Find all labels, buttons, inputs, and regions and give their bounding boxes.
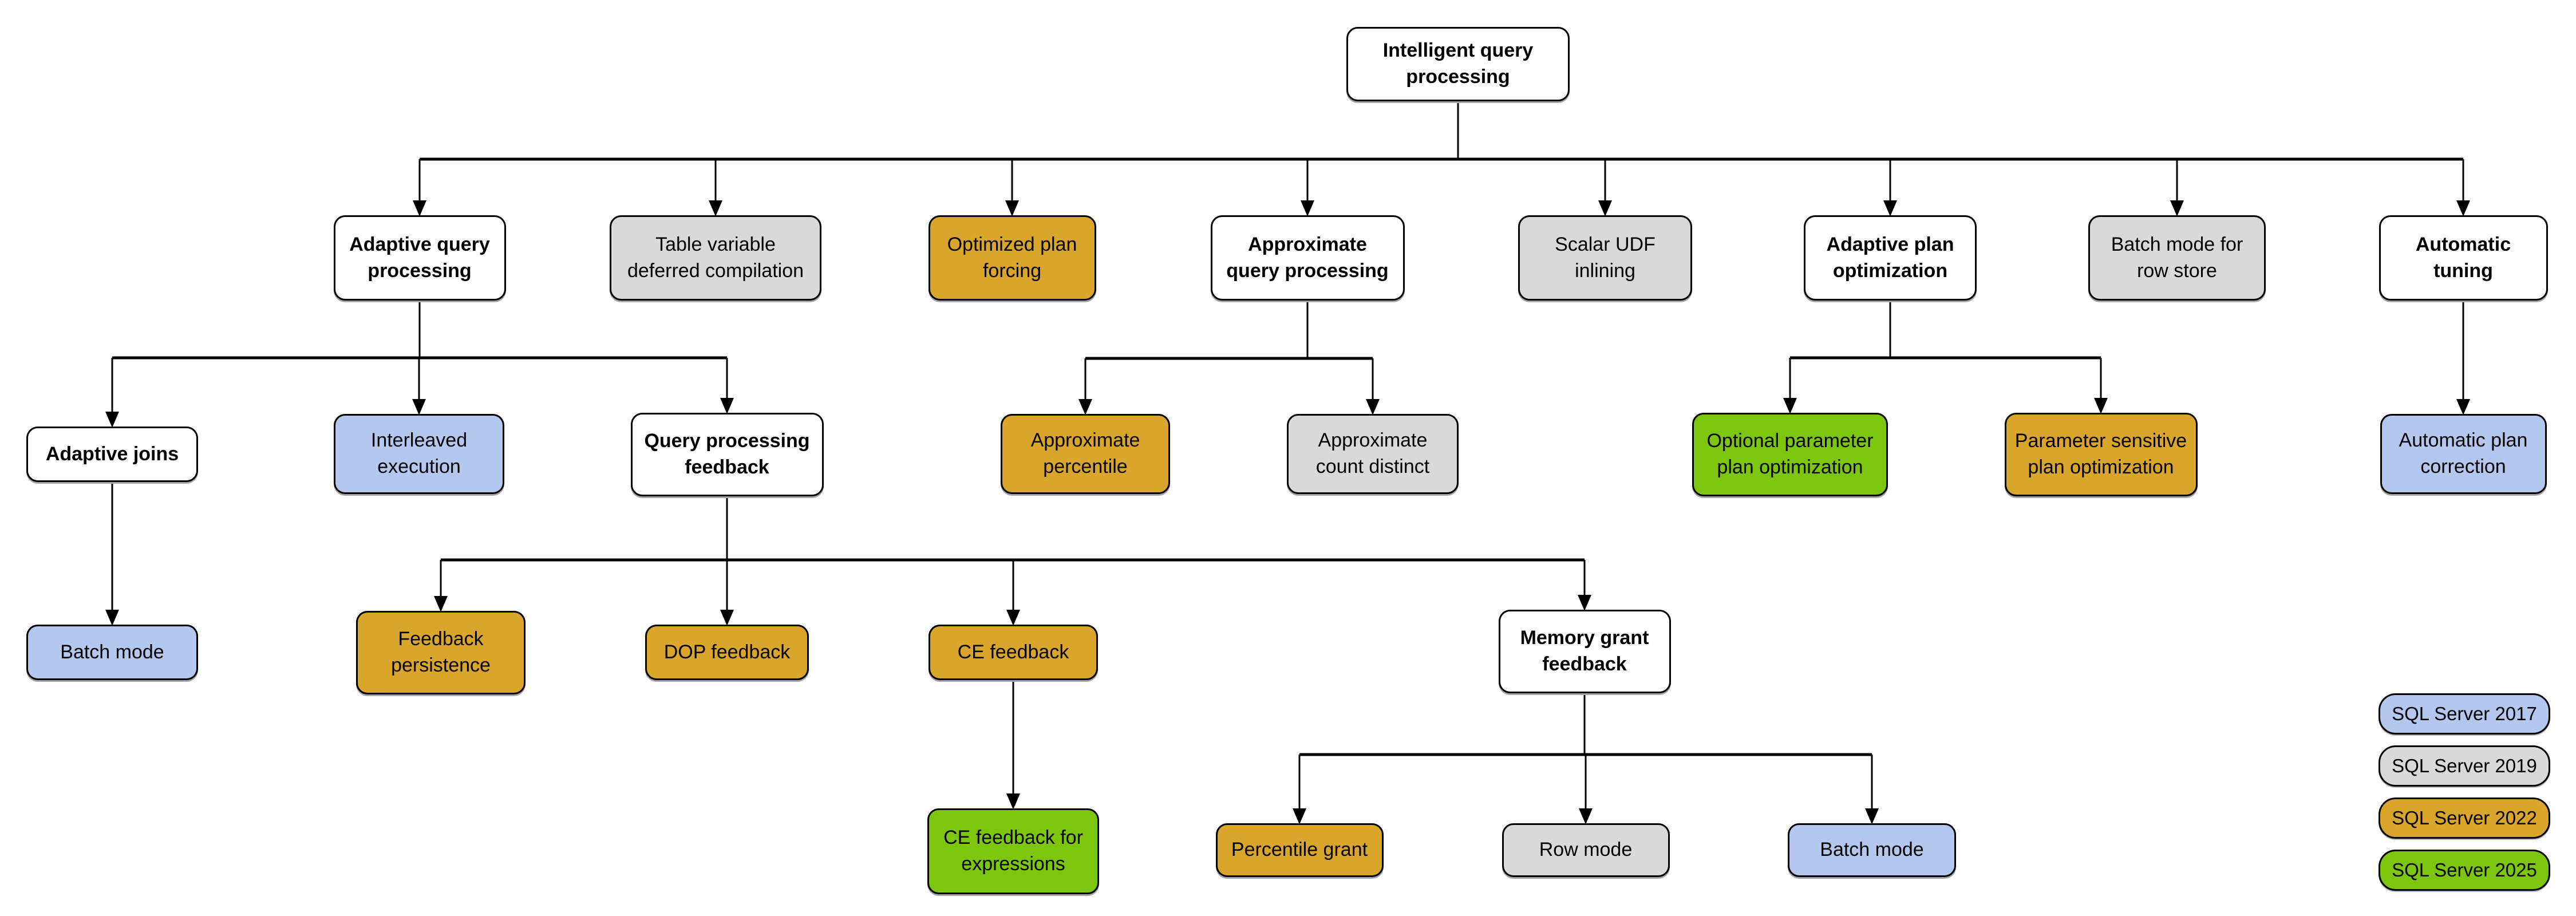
- node-approximate-percentile: Approximate percentile: [1001, 414, 1170, 494]
- node-approximate-query-processing: Approximate query processing: [1210, 215, 1405, 301]
- node-optimized-plan-forcing: Optimized plan forcing: [928, 215, 1096, 301]
- legend-sql-server-2019: SQL Server 2019: [2379, 745, 2550, 787]
- node-adaptive-joins: Adaptive joins: [26, 427, 198, 482]
- legend-sql-server-2022: SQL Server 2022: [2379, 797, 2550, 839]
- node-dop-feedback: DOP feedback: [645, 625, 809, 680]
- node-automatic-plan-correction: Automatic plan correction: [2380, 414, 2547, 494]
- node-ce-feedback: CE feedback: [929, 625, 1098, 680]
- node-memory-grant-feedback: Memory grant feedback: [1498, 610, 1671, 693]
- legend-sql-server-2017: SQL Server 2017: [2379, 693, 2550, 735]
- node-query-processing-feedback: Query processing feedback: [630, 413, 824, 496]
- node-adaptive-query-processing: Adaptive query processing: [333, 215, 506, 301]
- node-approximate-count-distinct: Approximate count distinct: [1287, 414, 1459, 494]
- node-scalar-udf-inlining: Scalar UDF inlining: [1518, 215, 1692, 301]
- node-interleaved-execution: Interleaved execution: [334, 414, 504, 494]
- node-optional-parameter-plan-optimization: Optional parameter plan optimization: [1692, 413, 1888, 496]
- node-row-mode: Row mode: [1502, 823, 1670, 877]
- node-adaptive-plan-optimization: Adaptive plan optimization: [1804, 215, 1977, 301]
- node-intelligent-query-processing: Intelligent query processing: [1346, 27, 1570, 101]
- node-batch-mode-adaptive-joins: Batch mode: [26, 625, 198, 680]
- node-batch-mode-memory-grant: Batch mode: [1788, 823, 1956, 877]
- node-batch-mode-for-row-store: Batch mode for row store: [2088, 215, 2266, 301]
- node-feedback-persistence: Feedback persistence: [356, 611, 526, 694]
- node-percentile-grant: Percentile grant: [1215, 823, 1384, 877]
- node-parameter-sensitive-plan-optimization: Parameter sensitive plan optimization: [2004, 413, 2198, 496]
- node-automatic-tuning: Automatic tuning: [2379, 215, 2548, 301]
- node-table-variable-deferred-compilation: Table variable deferred compilation: [610, 215, 821, 301]
- legend-sql-server-2025: SQL Server 2025: [2379, 850, 2550, 891]
- node-ce-feedback-for-expressions: CE feedback for expressions: [927, 808, 1099, 894]
